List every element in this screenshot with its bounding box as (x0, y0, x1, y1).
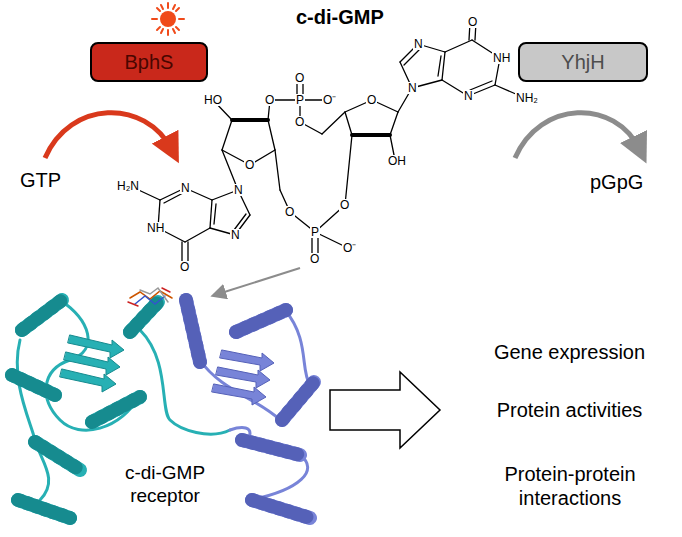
effect-label: Protein-protein interactions (470, 462, 670, 510)
atom-label: N (180, 182, 191, 194)
atom-label: O (294, 116, 305, 128)
enzyme-name: YhjH (561, 51, 604, 74)
atom-label: N (407, 82, 418, 94)
enzyme-box: YhjH (518, 42, 648, 82)
synthesis-arrow (45, 113, 172, 158)
ligand-sticks (128, 288, 172, 306)
atom-label: O (339, 199, 350, 211)
atom-label: O (294, 72, 305, 84)
atom-label: HO (203, 94, 223, 106)
effect-label: Protein activities (462, 398, 677, 422)
atom-label: OH (387, 155, 407, 167)
atom-label: NH₂ (515, 92, 539, 104)
substrate-label: GTP (20, 168, 61, 192)
atom-label: O (467, 16, 478, 28)
figure-title: c-di-GMP (296, 6, 384, 29)
atom-label: N (230, 229, 241, 241)
enzyme-name: BphS (125, 51, 174, 74)
atom-label: O (284, 206, 295, 218)
atom-label: O (244, 159, 255, 171)
receptor-label: c-di-GMP receptor (95, 462, 235, 508)
atom-label: NH (492, 52, 511, 64)
atom-label: N (413, 38, 424, 50)
outcome-arrow (330, 372, 440, 448)
sun-icon (152, 3, 184, 35)
enzyme-box: BphS (90, 42, 208, 82)
atom-label: N (463, 90, 474, 102)
atom-label: P (295, 94, 305, 106)
atom-label: O (366, 94, 377, 106)
product-label: pGpG (590, 170, 643, 194)
degradation-arrow (515, 113, 640, 158)
atom-label: O (179, 261, 190, 273)
protein-ribbon (12, 288, 314, 518)
atom-label: O (264, 94, 275, 106)
atom-label: NH (146, 222, 165, 234)
atom-label: O⁻ (342, 242, 357, 254)
binding-arrow (218, 268, 300, 294)
atom-label: H₂N (116, 180, 140, 192)
atom-label: O⁻ (322, 94, 337, 106)
effect-label: Gene expression (462, 340, 677, 364)
atom-label: P (310, 226, 320, 238)
atom-label: O (309, 253, 320, 265)
atom-label: N (233, 184, 244, 196)
